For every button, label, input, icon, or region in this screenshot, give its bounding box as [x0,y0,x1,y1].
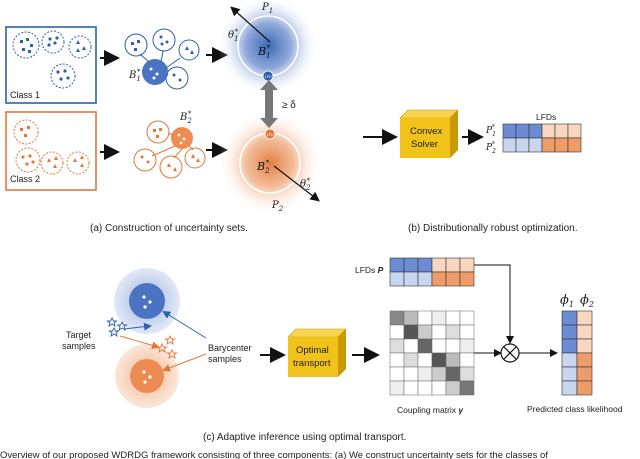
barycenter-b2 [171,127,193,149]
phi1-label: ϕ1 [560,293,574,309]
caption-a: (a) Construction of uncertainty sets. [90,223,248,234]
uncertainty-set-p2-glow [218,111,322,215]
target-samples-blue [106,316,128,338]
transport-arrow-orange [119,335,160,350]
theta1-label: θ1* [228,28,239,43]
b2-label: B2* [179,110,192,125]
svg-text:LFD: LFD [267,133,274,137]
svg-text:LFD: LFD [265,75,272,79]
lfd1-dot [262,70,274,82]
blue-source-domains [124,28,200,90]
panel-b: Convex Solver LFDs P1* P2* (b) Distribut… [363,109,582,234]
class2-box [5,111,97,191]
lfds-p-label: LFDs P [355,265,384,275]
b2-center-label: B2* [256,159,270,175]
gap-label: ≥ δ [282,100,296,111]
optimal-transport-cube [287,328,347,377]
solver-line2: Solver [411,139,438,150]
ot-line2: transport [293,358,331,369]
bary-arrow-blue [162,310,207,339]
lfd-matrix-p [389,257,475,287]
lfd-row1-label: P1* [485,124,496,138]
bary-label-2: samples [208,354,242,364]
lfds-title: LFDs [536,112,556,122]
coupling-label: Coupling matrix γ [397,405,464,415]
target-label-1: Target [66,330,92,340]
class1-label: Class 1 [10,90,40,100]
caption-c: (c) Adaptive inference using optimal tra… [203,432,406,443]
p2-label: P2 [271,200,284,213]
coupling-matrix [389,310,475,396]
lfd-row2-label: P2* [485,141,496,155]
class2-label: Class 2 [10,174,40,184]
theta2-label: θ2* [300,177,311,192]
lfd2-dot [264,128,276,140]
multiply-node [500,343,520,363]
transport-arrow-blue [123,322,152,331]
panel-c: Target samples Barycenter samples Optima… [62,257,623,443]
phi2-label: ϕ2 [580,293,594,309]
figure-caption-fragment: Overview of our proposed WDRDG framework… [0,450,548,459]
uncertainty-set-p1-glow [218,0,318,96]
b1-label: B1* [128,68,141,83]
theta2-radius [273,165,320,202]
target-label-2: samples [62,341,96,351]
orange-source-domains [133,120,206,179]
solver-line1: Convex [410,126,442,137]
panel-a: Class 1 Class 2 [5,0,322,234]
arrow-p-to-multiply [474,264,514,344]
predicted-label: Predicted class likelihood [527,404,623,414]
convex-solver-cube [399,109,459,158]
theta1-radius [230,6,271,43]
lfd-matrix [502,123,582,153]
bary-arrow-orange [162,353,207,372]
class2-clusters [13,119,90,175]
ot-line1: Optimal [296,345,329,356]
class1-clusters [12,30,92,89]
barycenter-b1 [142,59,168,85]
caption-b: (b) Distributionally robust optimization… [408,223,578,234]
gap-arrow [260,80,278,128]
bary-label-1: Barycenter [208,343,252,353]
p1-label: P1 [261,2,273,15]
b1-center-label: B1* [257,44,271,60]
predicted-likelihood-matrix [561,310,593,396]
